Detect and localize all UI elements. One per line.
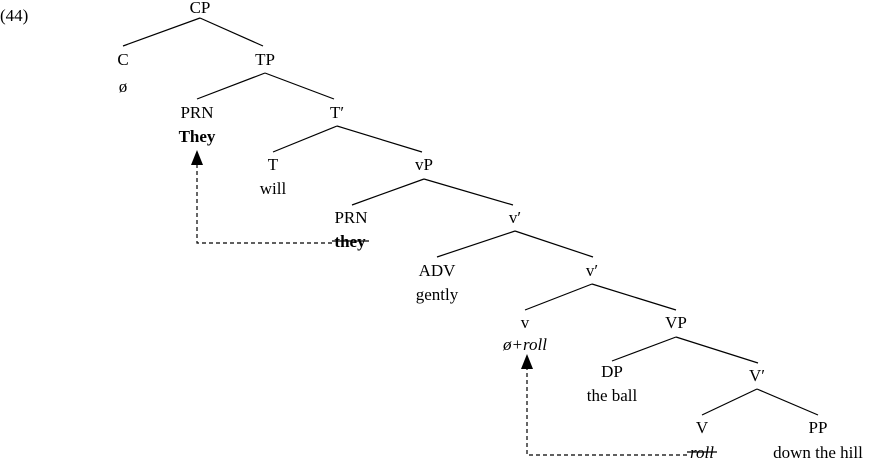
node-prn-upper-word: They bbox=[179, 127, 216, 146]
branch-tbar-vp bbox=[336, 125, 423, 153]
arrow-up-icon bbox=[521, 354, 533, 369]
tree-nodes: CP C ø TP PRN They T′ T will vP PRN they… bbox=[117, 0, 863, 462]
node-t: T bbox=[268, 155, 279, 174]
movement-arrow-verb bbox=[521, 354, 687, 456]
node-tbar: T′ bbox=[330, 103, 344, 122]
node-prn-upper: PRN bbox=[180, 103, 213, 122]
node-vbar-lower: v′ bbox=[586, 261, 598, 280]
branch-tp-prn bbox=[196, 72, 266, 100]
branch-vp-dp bbox=[611, 336, 677, 362]
movement-arrow-subject bbox=[191, 150, 332, 244]
movement-path-subject bbox=[196, 164, 332, 244]
node-c-word: ø bbox=[119, 77, 128, 96]
branch-cp-c bbox=[122, 17, 201, 47]
node-adv-word: gently bbox=[416, 285, 459, 304]
branch-tbar-t bbox=[272, 125, 338, 153]
node-c: C bbox=[117, 50, 128, 69]
node-small-vp: vP bbox=[415, 155, 433, 174]
branch-vbar2-vp bbox=[591, 283, 677, 311]
node-big-vp: VP bbox=[665, 313, 687, 332]
node-tp: TP bbox=[255, 50, 275, 69]
branch-tp-tbar bbox=[264, 72, 335, 100]
branch-vp-vbar bbox=[423, 178, 514, 206]
branch-vp-vbar-big bbox=[675, 336, 759, 364]
branch-vp-prn bbox=[351, 178, 425, 206]
branch-vbar-big-v bbox=[701, 388, 758, 416]
node-vbar-upper: v′ bbox=[509, 208, 521, 227]
example-number: (44) bbox=[0, 6, 28, 25]
node-big-v: V bbox=[696, 418, 709, 437]
tree-branches bbox=[122, 17, 819, 416]
node-dp: DP bbox=[601, 362, 623, 381]
node-small-v-word: ø+roll bbox=[502, 335, 547, 354]
branch-cp-tp bbox=[199, 17, 264, 47]
node-dp-word: the ball bbox=[587, 386, 638, 405]
node-cp: CP bbox=[190, 0, 211, 17]
node-pp: PP bbox=[809, 418, 828, 437]
arrow-up-icon bbox=[191, 150, 203, 165]
node-t-word: will bbox=[260, 179, 287, 198]
node-prn-lower: PRN bbox=[334, 208, 367, 227]
branch-vbar2-v bbox=[524, 283, 593, 311]
node-big-vbar: V′ bbox=[749, 366, 765, 385]
node-pp-word: down the hill bbox=[773, 443, 863, 462]
node-adv: ADV bbox=[419, 261, 457, 280]
node-small-v: v bbox=[521, 313, 530, 332]
branch-vbar-adv bbox=[436, 230, 516, 258]
branch-vbar-vbar bbox=[514, 230, 594, 258]
branch-vbar-big-pp bbox=[756, 388, 819, 416]
movement-path-verb bbox=[526, 368, 687, 456]
